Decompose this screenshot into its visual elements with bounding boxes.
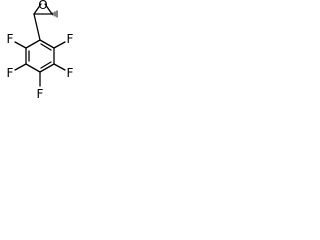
ring-double-bond-2: [40, 61, 52, 69]
ring-bond-1: [39, 39, 55, 49]
ring-bond-6: [25, 39, 41, 49]
bond-c-f-right-bottom: [53, 63, 66, 71]
fluorine-left-top-label: F: [7, 32, 14, 46]
ring-bond-4: [25, 63, 41, 73]
bond-c1-aryl: [33, 13, 41, 41]
stereo-hash-bond: [52, 10, 58, 18]
bond-c-f-right-top: [53, 41, 66, 49]
fluorine-bottom-label: F: [37, 87, 44, 101]
oxygen-label: O: [38, 0, 47, 12]
ring-bond-3: [39, 63, 55, 73]
bond-o-c2: [44, 3, 53, 15]
atom-labels: O F F F F F: [7, 0, 74, 101]
fluorine-right-top-label: F: [67, 32, 74, 46]
bond-c1-o: [33, 3, 42, 15]
bond-c-f-left-bottom: [14, 63, 27, 71]
fluorine-right-bottom-label: F: [67, 66, 74, 80]
pentafluorophenyl-oxirane-structure: O F F F F F: [7, 0, 74, 101]
ring-double-bond-1: [40, 43, 52, 51]
benzene-ring: [25, 39, 55, 73]
fluorine-left-bottom-label: F: [7, 66, 14, 80]
epoxide-ring: [33, 3, 53, 15]
c-f-bonds: [14, 41, 66, 87]
bond-c-f-left-top: [14, 41, 27, 49]
